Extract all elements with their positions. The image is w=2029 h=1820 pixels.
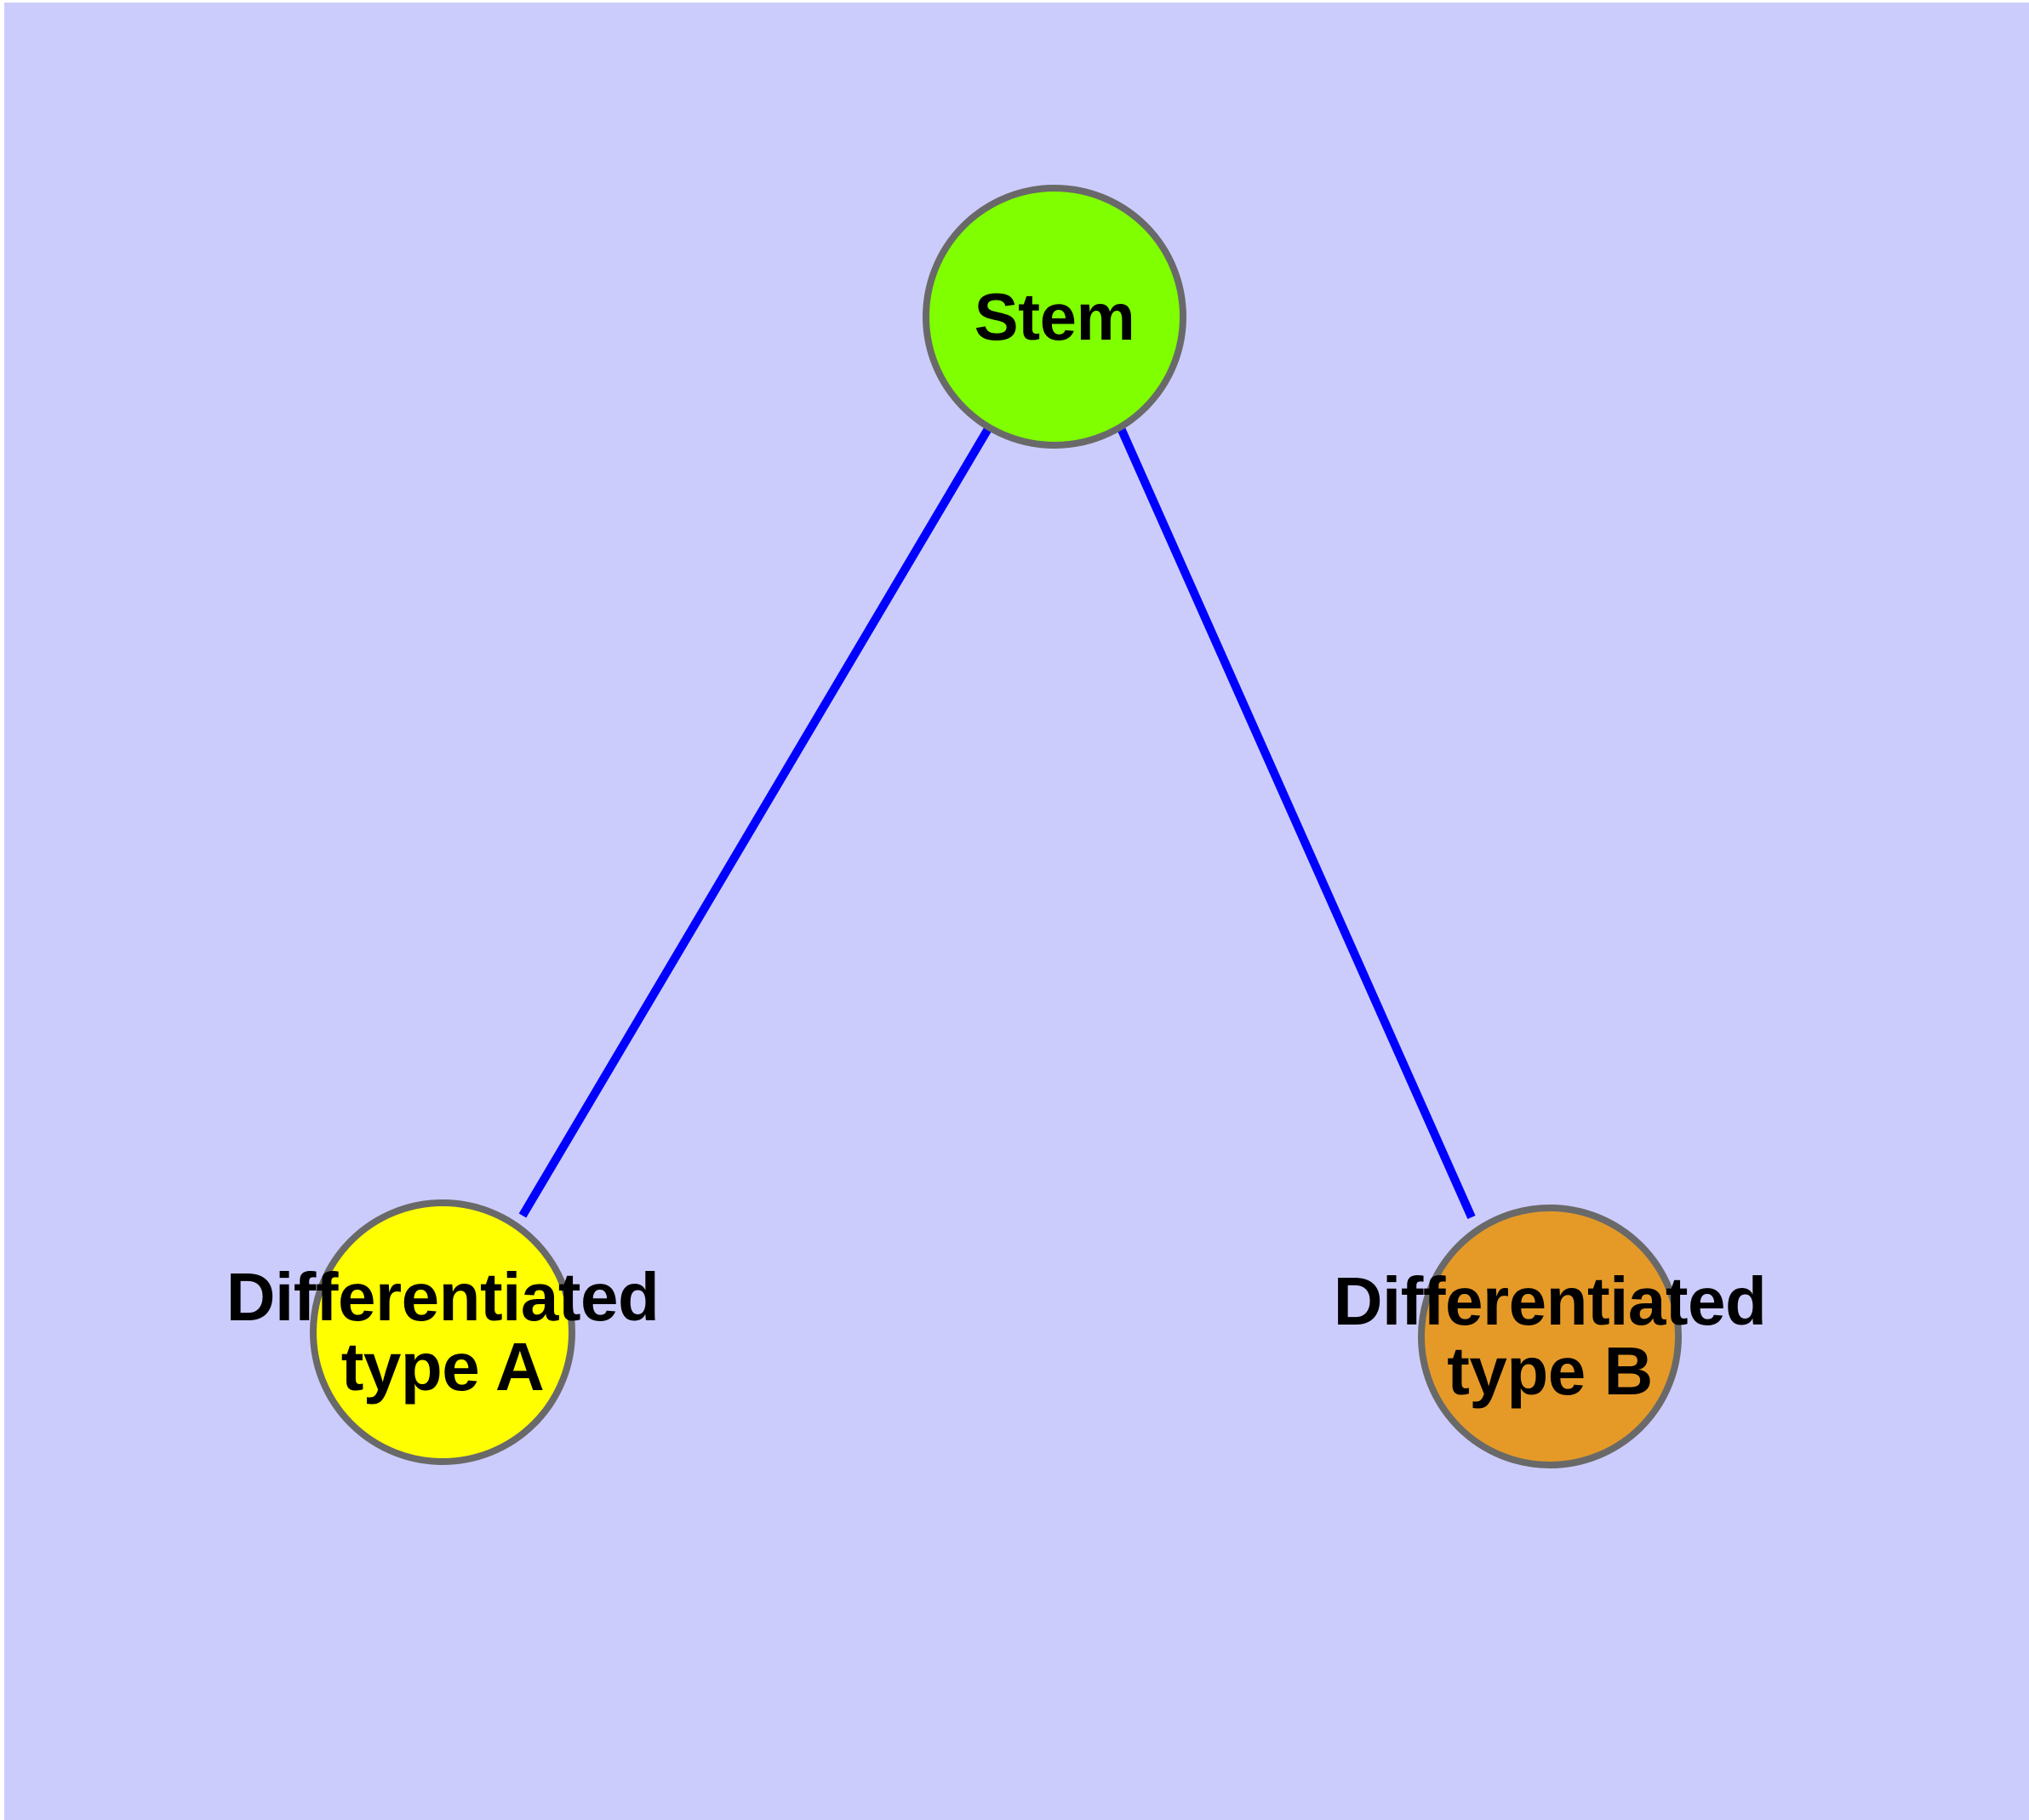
edge-stem-to-diff-a [518, 425, 993, 1218]
edge-stem-to-diff-b [1117, 426, 1476, 1220]
node-differentiated-type-b[interactable] [1418, 1205, 1682, 1468]
node-group [310, 185, 1682, 1468]
node-differentiated-type-a[interactable] [310, 1199, 575, 1465]
edge-group [518, 425, 1476, 1220]
node-stem[interactable] [923, 185, 1186, 449]
